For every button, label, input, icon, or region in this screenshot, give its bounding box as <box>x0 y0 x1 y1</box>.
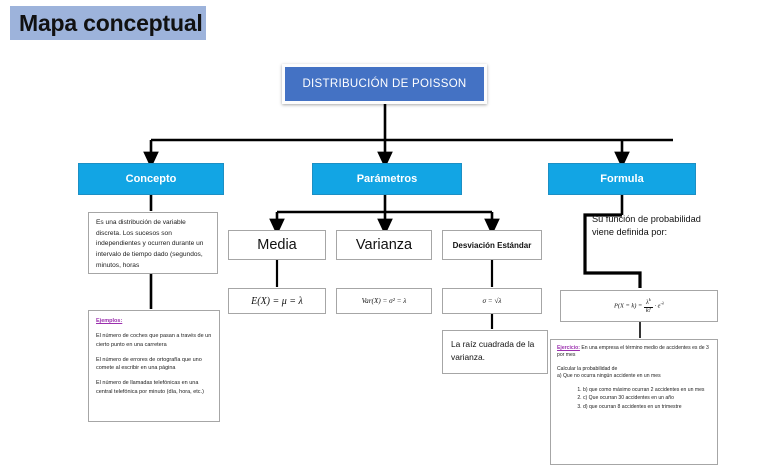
node-media-label: Media <box>257 237 297 253</box>
node-concepto-description: Es una distribución de variable discreta… <box>88 212 218 274</box>
media-formula-text: E(X) = μ = λ <box>251 295 303 307</box>
node-formula[interactable]: Formula <box>548 163 696 195</box>
node-poisson-formula: P(X = k) = λk k! · e-λ <box>560 290 718 322</box>
ejercicio-prompt: Calcular la probabilidad de a) Que no oc… <box>557 365 661 380</box>
ejercicio-list-item: d) que ocurran 8 accidentes en un trimes… <box>583 404 711 411</box>
example-item: El número de llamadas telefónicas en una… <box>96 380 204 395</box>
node-varianza[interactable]: Varianza <box>336 230 432 260</box>
ejercicio-list-item: c) Que ocurran 30 accidentes en un año <box>583 395 711 402</box>
node-parametros-label: Parámetros <box>356 173 418 185</box>
node-parametros[interactable]: Parámetros <box>312 163 462 195</box>
node-varianza-label: Varianza <box>355 237 413 253</box>
desviacion-formula-text: σ = √λ <box>482 297 502 305</box>
node-desviacion-formula: σ = √λ <box>442 288 542 314</box>
page-title-text: Mapa conceptual <box>19 9 203 36</box>
ejercicio-list-item: b) que como máximo ocurran 2 accidentes … <box>583 387 711 394</box>
node-media-formula: E(X) = μ = λ <box>228 288 326 314</box>
desviacion-note-text: La raíz cuadrada de la varianza. <box>451 339 535 362</box>
node-formula-intro: Su función de probabilidad viene definid… <box>592 213 704 269</box>
ejercicio-statement: Ejercicio: En una empresa el término med… <box>557 345 709 359</box>
node-formula-label: Formula <box>600 173 644 185</box>
example-item: El número de errores de ortografía que u… <box>96 356 202 371</box>
formula-intro-text: Su función de probabilidad viene definid… <box>592 214 701 238</box>
varianza-formula-text: Var(X) = σ² = λ <box>361 297 407 305</box>
examples-heading: Ejemplos: <box>96 318 123 324</box>
example-item: El número de coches que pasan a través d… <box>96 333 212 348</box>
node-varianza-formula: Var(X) = σ² = λ <box>336 288 432 314</box>
poisson-formula-text: P(X = k) = λk k! · e-λ <box>613 297 665 314</box>
page-title: Mapa conceptual <box>10 6 206 40</box>
node-concepto-label: Concepto <box>125 173 177 185</box>
lambda-fraction: λk k! <box>643 297 653 314</box>
ejercicio-list: b) que como máximo ocurran 2 accidentes … <box>557 387 711 411</box>
concepto-description-text: Es una distribución de variable discreta… <box>96 219 204 269</box>
node-desviacion-estandar[interactable]: Desviación Estándar <box>442 230 542 260</box>
node-desviacion-label: Desviación Estándar <box>452 240 532 250</box>
node-media[interactable]: Media <box>228 230 326 260</box>
node-root[interactable]: DISTRIBUCIÓN DE POISSON <box>282 64 487 104</box>
node-concepto[interactable]: Concepto <box>78 163 224 195</box>
node-ejercicio: Ejercicio: En una empresa el término med… <box>550 339 718 465</box>
node-concepto-examples: Ejemplos: El número de coches que pasan … <box>88 310 220 422</box>
node-root-label: DISTRIBUCIÓN DE POISSON <box>302 78 467 90</box>
node-desviacion-note: La raíz cuadrada de la varianza. <box>442 330 548 374</box>
